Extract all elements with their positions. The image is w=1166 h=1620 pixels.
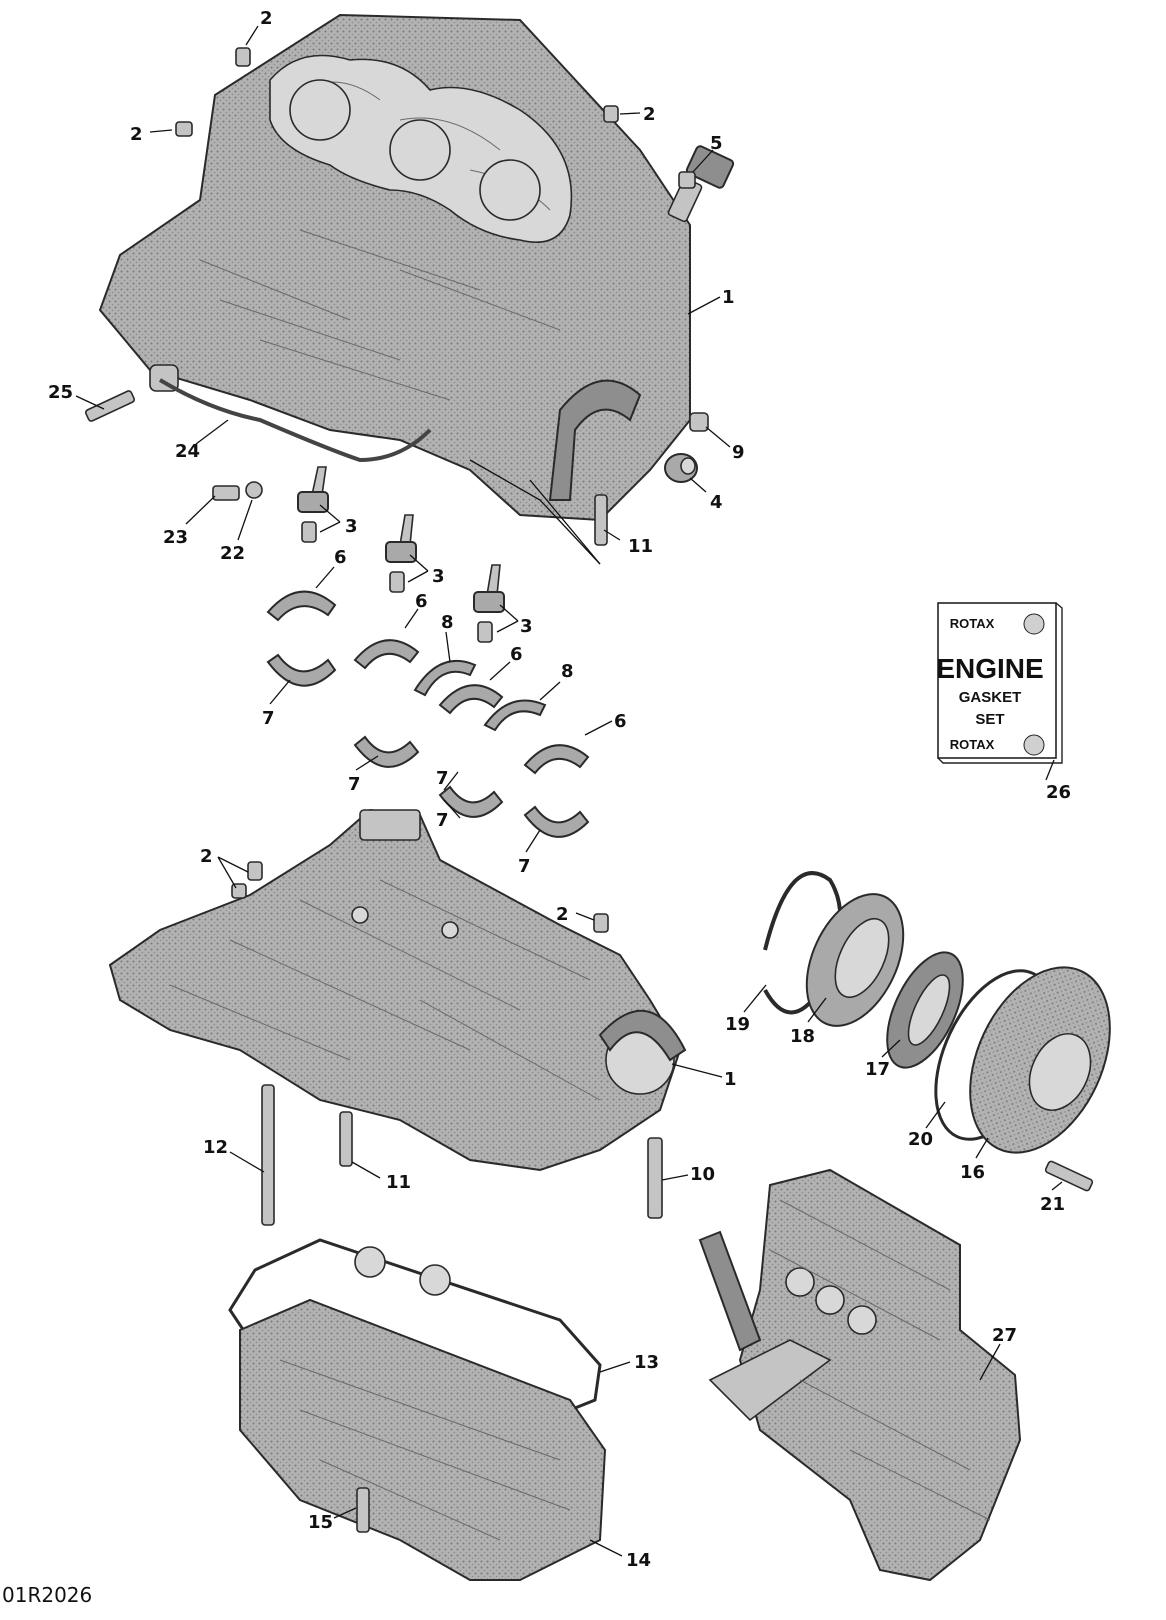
bushing (664, 453, 698, 483)
callout-20: 20 (908, 1129, 933, 1150)
pto-cover (969, 966, 1111, 1154)
callout-7-e: 7 (518, 856, 531, 877)
callout-6-a: 6 (334, 547, 347, 568)
gasket-kit-package: ROTAX ENGINE GASKET SET ROTAX (936, 602, 1063, 764)
callout-2-d: 2 (200, 846, 213, 867)
kit-brand-bottom: ROTAX (950, 737, 995, 752)
callout-26: 26 (1046, 782, 1071, 803)
callout-27: 27 (992, 1325, 1017, 1346)
callout-6-d: 6 (614, 711, 627, 732)
main-bearings-lower (266, 653, 590, 838)
callout-21: 21 (1040, 1194, 1065, 1215)
callout-7-b: 7 (348, 774, 361, 795)
callout-3-a: 3 (345, 516, 358, 537)
callout-5: 5 (710, 133, 723, 154)
rotax-logo-bottom (1023, 734, 1045, 756)
callout-1-bottom: 1 (724, 1069, 737, 1090)
callout-17: 17 (865, 1059, 890, 1080)
dowel-pins-upper (175, 47, 619, 137)
thrust-washers (413, 660, 547, 732)
bolt-25 (84, 390, 136, 422)
oil-seal (805, 893, 905, 1027)
callout-19: 19 (725, 1014, 750, 1035)
callout-18: 18 (790, 1026, 815, 1047)
bolt-upper (594, 494, 608, 546)
breather-hose (158, 378, 432, 463)
callout-11-bottom: 11 (386, 1172, 411, 1193)
callout-7-a: 7 (262, 708, 275, 729)
callout-16: 16 (960, 1162, 985, 1183)
kit-brand-top: ROTAX (950, 616, 995, 631)
callout-12: 12 (203, 1137, 228, 1158)
callout-4: 4 (710, 492, 723, 513)
callout-2-b: 2 (130, 124, 143, 145)
lower-crankcase (108, 808, 687, 1172)
callout-25: 25 (48, 382, 73, 403)
callout-6-b: 6 (415, 591, 428, 612)
sump-bolt (356, 1487, 370, 1533)
callout-11-top: 11 (628, 536, 653, 557)
shim-ring (886, 951, 964, 1069)
callout-6-c: 6 (510, 644, 523, 665)
callout-7-c: 7 (436, 768, 449, 789)
kit-title-line1: ENGINE (936, 653, 1043, 684)
callout-2-e: 2 (556, 904, 569, 925)
sealing-washer (245, 481, 263, 499)
callout-labels: 2 2 2 5 1 25 24 9 4 11 23 22 3 3 3 6 6 8… (48, 8, 1071, 1571)
callout-9: 9 (732, 442, 745, 463)
kit-title-line3: SET (975, 711, 1004, 728)
engine-assembly (698, 1168, 1022, 1582)
callout-23: 23 (163, 527, 188, 548)
callout-3-b: 3 (432, 566, 445, 587)
callout-3-c: 3 (520, 616, 533, 637)
callout-10: 10 (690, 1164, 715, 1185)
leader-lines (75, 25, 1063, 1557)
figure-reference-code: 01R2026 (2, 1583, 92, 1607)
callout-7-d: 7 (436, 810, 449, 831)
bolt-11-lower (339, 1111, 353, 1167)
upper-crankcase (98, 13, 691, 522)
dowel-pins-lower (231, 861, 609, 933)
plug-screw (212, 485, 240, 501)
callout-8-b: 8 (561, 661, 574, 682)
callout-15: 15 (308, 1512, 333, 1533)
callout-2-a: 2 (260, 8, 273, 29)
rotax-logo-top (1023, 613, 1045, 635)
callout-24: 24 (175, 441, 200, 462)
long-bolt (261, 1084, 275, 1226)
callout-14: 14 (626, 1550, 651, 1571)
callout-8-a: 8 (441, 612, 454, 633)
oil-sump (239, 1298, 607, 1581)
bolt-10 (647, 1137, 663, 1219)
main-bearings-upper (266, 590, 590, 775)
cover-bolt (1044, 1160, 1094, 1192)
callout-22: 22 (220, 543, 245, 564)
callout-1-top: 1 (722, 287, 735, 308)
callout-2-c: 2 (643, 104, 656, 125)
callout-13: 13 (634, 1352, 659, 1373)
plug (678, 171, 696, 189)
kit-title-line2: GASKET (959, 689, 1022, 706)
sensor-connector (667, 145, 735, 223)
oil-jet-brackets (297, 466, 505, 643)
sleeve (689, 412, 709, 432)
